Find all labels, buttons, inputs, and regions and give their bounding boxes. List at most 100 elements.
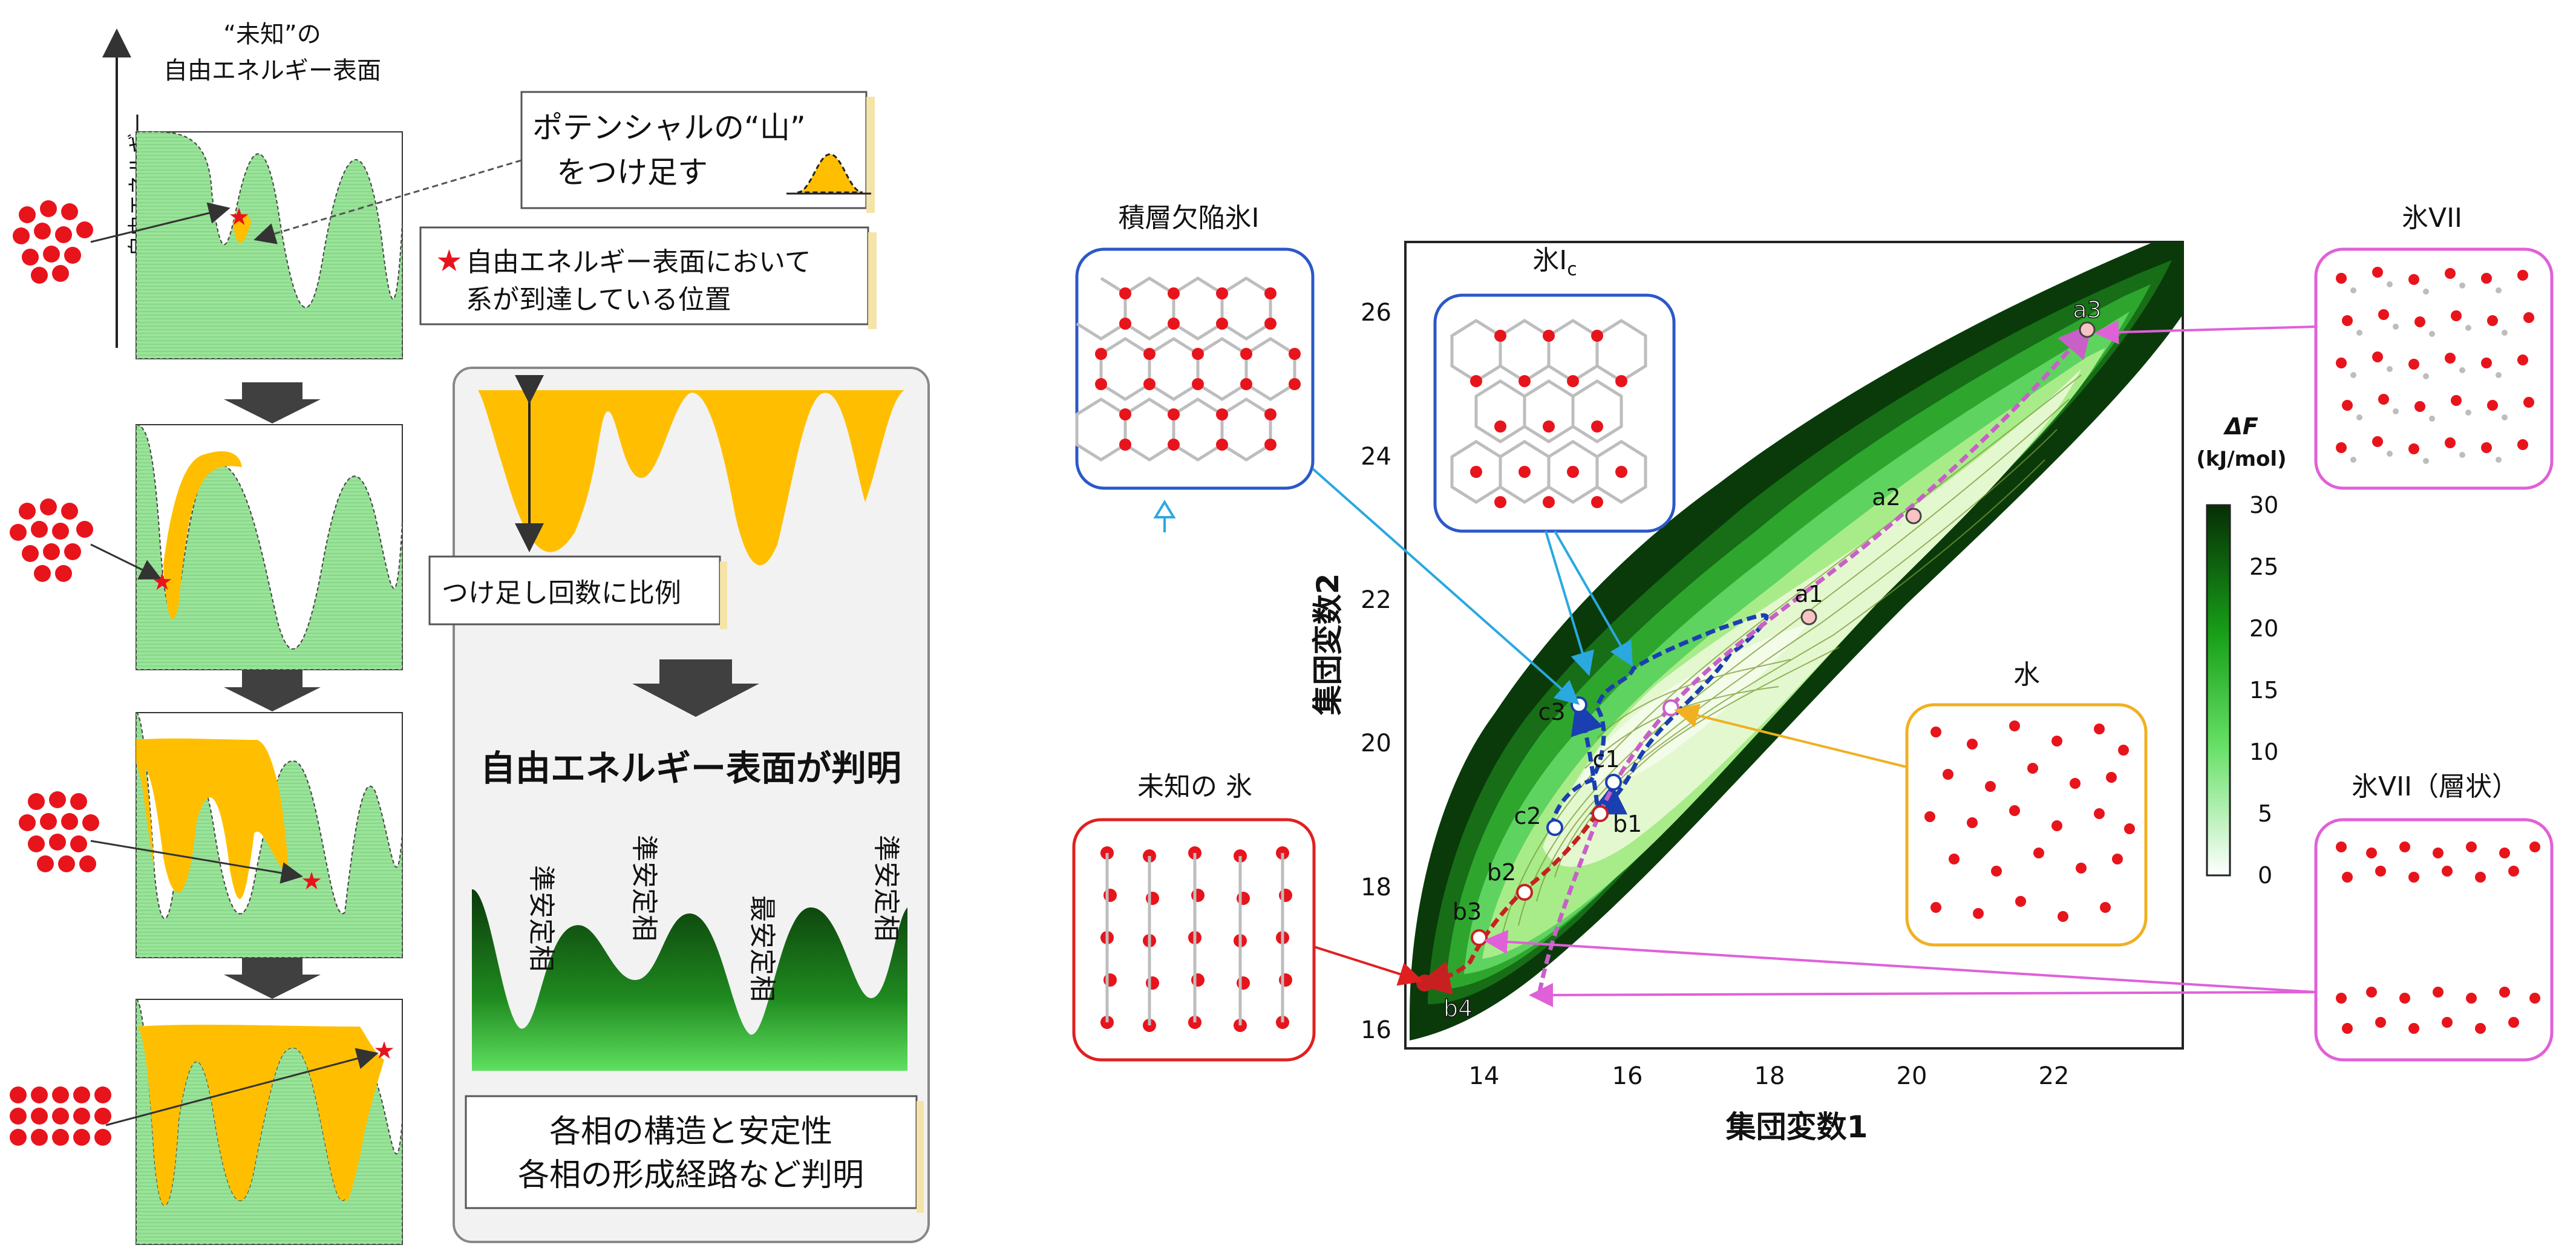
legend-star-icon: ★ [436, 243, 463, 278]
pathway-blue [1549, 613, 1769, 828]
free-energy-map: a3 a2 a1 c3 c1 c2 b1 b2 b3 b4 14 16 18 2… [1072, 203, 2554, 1145]
pathway-pink [1537, 323, 2093, 993]
y-tick-22: 22 [1361, 586, 1391, 614]
result-heading: 自由エネルギー表面が判明 [480, 748, 901, 789]
proportional-label: つけ足し回数に比例 [442, 578, 681, 609]
point-labels: a3 a2 a1 c3 c1 c2 b1 b2 b3 b4 [1443, 296, 2102, 1022]
stage-panel-2 [136, 423, 403, 670]
y-tick-20: 20 [1361, 730, 1391, 757]
label-a1: a1 [1794, 581, 1823, 607]
legend-star-line1: 自由エネルギー表面において [466, 247, 811, 278]
cbar-tick-0: 0 [2258, 862, 2272, 889]
cbar-tick-30: 30 [2249, 492, 2278, 518]
summary-box: つけ足し回数に比例 自由エネルギー表面が判明 準安定相 準安定相 最安定相 準安… [428, 367, 930, 1243]
ice-ic-box [1433, 293, 1676, 533]
x-tick-16: 16 [1612, 1062, 1643, 1090]
unknown-surface-title-line2: 自由エネルギー表面 [163, 57, 381, 85]
added-hill [233, 214, 251, 243]
ice-vii-label: 氷VII [2402, 203, 2462, 234]
unknown-ice-box [1072, 818, 1316, 1062]
x-axis-label: 集団変数1 [1725, 1109, 1868, 1145]
point-b3 [1471, 929, 1488, 946]
y-tick-16: 16 [1361, 1016, 1391, 1044]
molecule-cluster-2 [10, 498, 93, 582]
cbar-tick-15: 15 [2249, 677, 2278, 704]
conclusion-line1: 各相の構造と安定性 [549, 1114, 832, 1150]
y-tick-24: 24 [1361, 443, 1391, 471]
stage-panel-3 [136, 711, 403, 958]
unknown-surface-title-line1: “未知”の [223, 21, 321, 48]
legend-star-line2: 系が到達している位置 [466, 284, 731, 315]
y-axis-label: 集団変数2 [1310, 573, 1345, 716]
metadynamics-schematic: “未知”の 自由エネルギー表面 自由エネルギー ★ ポテンシャルの“山” をつけ… [10, 21, 930, 1245]
connector-arrows [1312, 320, 2316, 1007]
label-b4: b4 [1443, 995, 1473, 1022]
water-box [1905, 703, 2148, 947]
label-b3: b3 [1453, 898, 1482, 925]
colorbar-unit: (kJ/mol) [2196, 447, 2286, 471]
point-b4 [1416, 975, 1433, 992]
pathway-blue-c3 [1571, 699, 1603, 805]
point-a3 [2079, 321, 2096, 338]
position-star-4: ★ [373, 1037, 395, 1065]
point-a2 [1905, 508, 1922, 524]
transition-pathways [1416, 323, 2093, 995]
y-tick-26: 26 [1361, 299, 1391, 327]
phase-label-1: 準安定相 [526, 865, 557, 972]
x-tick-20: 20 [1897, 1062, 1927, 1090]
add-hill-text-line1: ポテンシャルの“山” [532, 110, 806, 145]
position-star-3: ★ [301, 867, 322, 895]
add-hill-callout: ポテンシャルの“山” をつけ足す [253, 91, 875, 244]
molecule-cluster-4 [10, 1086, 111, 1146]
ice-vii-layered-box [2314, 818, 2554, 1062]
stacking-fault-ice-box [1075, 247, 1315, 490]
point-c2 [1546, 819, 1563, 836]
phase-label-2: 準安定相 [629, 835, 659, 941]
x-tick-22: 22 [2039, 1062, 2070, 1090]
add-hill-text-line2: をつけ足す [557, 155, 708, 190]
molecule-cluster-3 [19, 791, 99, 872]
label-c2: c2 [1514, 803, 1541, 829]
label-a3: a3 [2073, 296, 2101, 323]
label-b1: b1 [1613, 811, 1642, 837]
pathway-red [1416, 812, 1599, 995]
accumulated-bias [478, 390, 904, 566]
colorbar: ΔF (kJ/mol) 0 5 10 15 20 25 30 [2196, 413, 2286, 889]
point-b1 [1592, 805, 1609, 822]
x-tick-18: 18 [1754, 1062, 1785, 1090]
point-c1 [1605, 774, 1622, 791]
revealed-surface [472, 889, 907, 1071]
down-arrow-summary [632, 659, 759, 717]
label-b2: b2 [1487, 859, 1516, 886]
stacking-fault-marker-icon [1153, 500, 1176, 532]
y-axis: 16 18 20 22 24 26 集団変数2 [1310, 299, 1391, 1044]
unknown-ice-label: 未知の 氷 [1137, 771, 1252, 802]
ice-vii-box [2314, 247, 2554, 490]
contour-layers [1410, 242, 2183, 1041]
cbar-tick-25: 25 [2249, 554, 2278, 580]
phase-label-3: 最安定相 [747, 895, 777, 1002]
colorbar-title: ΔF [2223, 413, 2258, 440]
down-arrow-3 [224, 958, 321, 999]
cbar-tick-10: 10 [2249, 739, 2278, 765]
cbar-tick-20: 20 [2249, 615, 2278, 642]
stage-panel-4 [136, 998, 403, 1245]
position-star-1: ★ [228, 203, 250, 231]
hill-icon [797, 153, 863, 194]
position-star-2: ★ [151, 568, 173, 596]
ice-ic-label: 氷Ic [1532, 245, 1577, 280]
cbar-tick-5: 5 [2258, 800, 2272, 827]
down-arrow-2 [224, 670, 321, 711]
y-tick-18: 18 [1361, 874, 1391, 901]
star-legend-box: ★ 自由エネルギー表面において 系が到達している位置 [419, 226, 877, 329]
state-points [1416, 321, 2096, 992]
conclusion-line2: 各相の形成経路など判明 [518, 1157, 864, 1194]
point-water [1662, 699, 1679, 716]
surface-fill [136, 131, 403, 359]
label-a2: a2 [1872, 484, 1900, 511]
stage-panel-1 [136, 131, 403, 359]
label-c1: c1 [1592, 746, 1620, 773]
point-a1 [1800, 609, 1817, 626]
x-tick-14: 14 [1469, 1062, 1500, 1090]
